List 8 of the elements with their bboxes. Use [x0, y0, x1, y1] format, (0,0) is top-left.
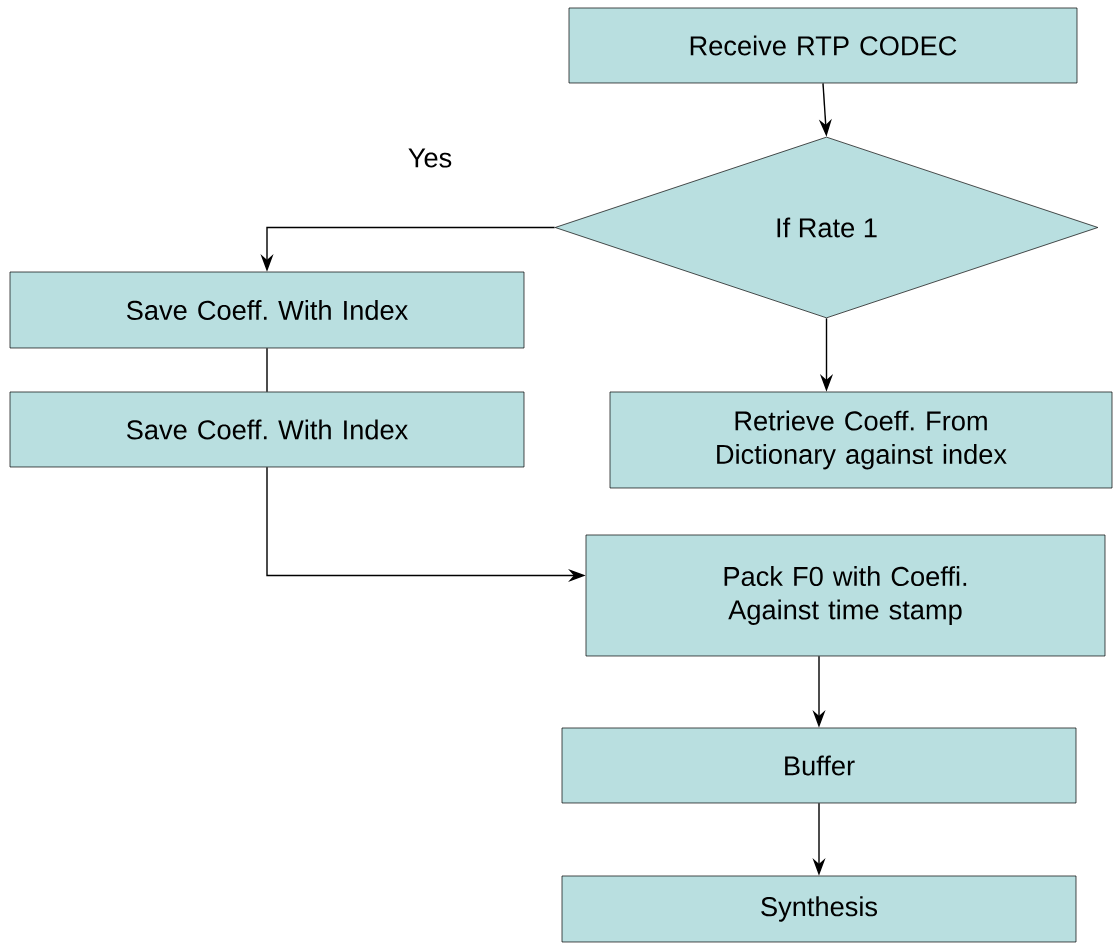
process-box: Receive RTP CODEC	[568, 7, 1078, 84]
process-box: Save Coeff. With Index	[9, 391, 525, 468]
process-box: Pack F0 with Coeffi. Against time stamp	[585, 534, 1106, 657]
process-box: Save Coeff. With Index	[9, 271, 525, 349]
process-box: Synthesis	[561, 875, 1077, 943]
process-box: Retrieve Coeff. From Dictionary against index	[609, 391, 1113, 489]
process-box: Buffer	[561, 727, 1077, 804]
branch-label: Yes	[408, 148, 452, 168]
